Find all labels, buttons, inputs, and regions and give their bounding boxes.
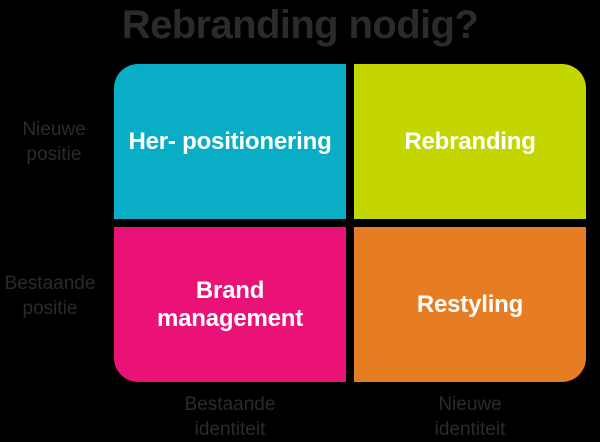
quadrant-label-repositioning: Her- positionering: [128, 127, 332, 155]
quadrant-label-rebranding: Rebranding: [404, 127, 536, 155]
axis-label-x-right: Nieuwe identiteit: [434, 394, 506, 440]
quadrant-brand-management[interactable]: Brand management: [114, 227, 346, 382]
quadrant-rebranding[interactable]: Rebranding: [354, 64, 586, 219]
quadrant-restyling[interactable]: Restyling: [354, 227, 586, 382]
axis-label-x-left: Bestaande identiteit: [184, 394, 276, 440]
quadrant-repositioning[interactable]: Her- positionering: [114, 64, 346, 219]
quadrant-label-brand-management: Brand management: [156, 276, 304, 332]
axis-label-y-bottom: Bestaande positie: [4, 273, 96, 319]
axis-label-y-top: Nieuwe positie: [22, 119, 86, 165]
quadrant-label-restyling: Restyling: [416, 290, 524, 318]
page-title: Rebranding nodig?: [121, 3, 479, 47]
quadrant-matrix: Her- positionering Rebranding Brand mana…: [114, 64, 586, 382]
